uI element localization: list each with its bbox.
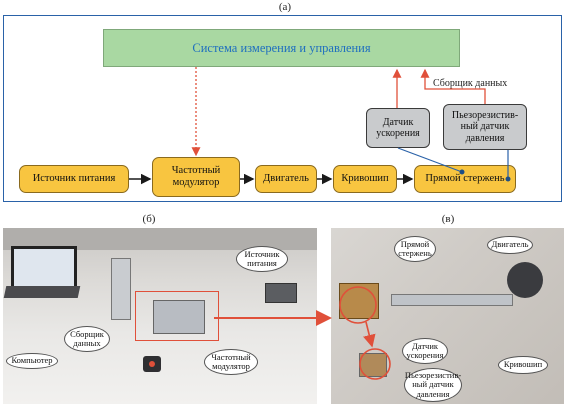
caption-b: (б)	[142, 213, 156, 225]
label-collector: Сборщик данных	[64, 326, 110, 352]
label-power: Источник питания	[236, 246, 288, 272]
rod-highlight-circle	[339, 286, 377, 324]
sensor-highlight-circle	[359, 348, 391, 380]
collector-device	[111, 258, 131, 320]
label-freq: Частотный модулятор	[204, 349, 258, 375]
accel-attach-line	[397, 147, 463, 173]
rod-to-sensor-arrow	[363, 321, 376, 348]
rig-device	[153, 300, 205, 334]
motor-body	[507, 262, 543, 298]
rod-clamp	[339, 283, 379, 319]
motor-box: Двигатель	[255, 165, 317, 193]
power-source-box: Источник питания	[19, 165, 129, 193]
diagram-frame	[3, 15, 562, 202]
crank-box: Кривошип	[333, 165, 397, 193]
highlight-box	[135, 291, 219, 341]
caption-c: (в)	[441, 213, 455, 225]
label-motor: Двигатель	[487, 236, 533, 254]
laptop-screen	[11, 246, 77, 287]
label-computer: Компьютер	[6, 353, 58, 369]
label-rod: Прямой стержень	[394, 236, 436, 262]
collector-label: Сборщик данных	[433, 78, 508, 89]
piezo-attach-dot	[505, 176, 511, 182]
system-box: Система измерения и управления	[103, 29, 460, 67]
label-crank: Кривошип	[498, 356, 548, 374]
label-piezo: Пьезорезистив-ный датчик давления	[404, 368, 462, 402]
piezo-sensor-box: Пьезорезистив-ный датчик давления	[443, 104, 527, 150]
arrow-piezo-to-system	[420, 68, 486, 104]
rod-box: Прямой стержень	[414, 165, 516, 193]
label-accel: Датчик ускорения	[402, 338, 448, 364]
accel-sensor-box: Датчик ускорения	[366, 108, 430, 148]
power-device	[265, 283, 297, 303]
caption-a: (а)	[278, 1, 292, 13]
freq-modulator-box: Частотный модулятор	[152, 157, 240, 197]
accel-attach-dot	[459, 169, 465, 175]
rod-shaft	[391, 294, 513, 306]
